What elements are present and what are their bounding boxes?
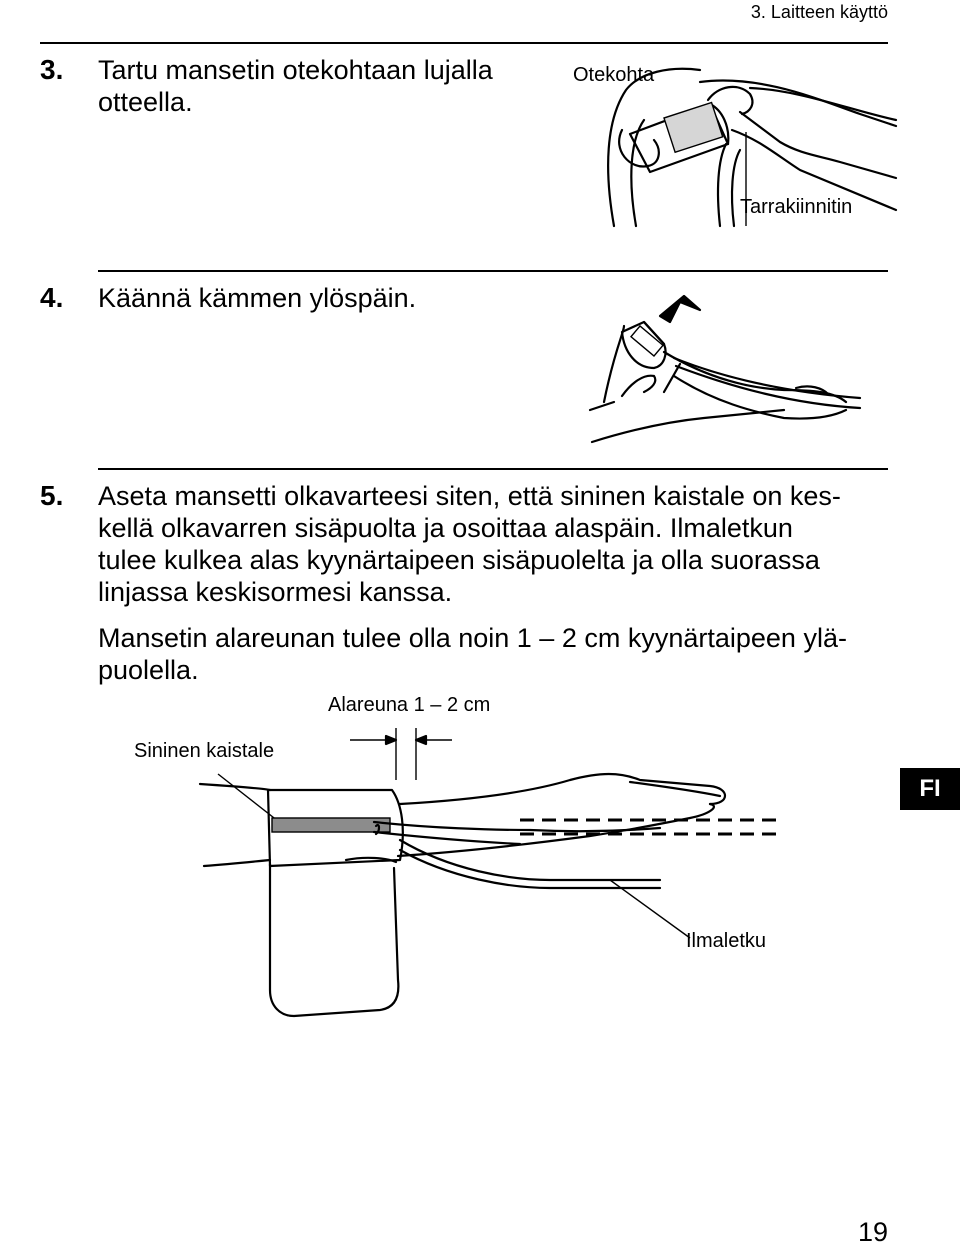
step-5-note-line-2: puolella.: [98, 654, 847, 686]
step-4-number: 4.: [40, 282, 63, 314]
step-5-line-1: Aseta mansetti olkavarteesi siten, että …: [98, 480, 841, 512]
step-5-line-4: linjassa keskisormesi kanssa.: [98, 576, 841, 608]
step-5-number: 5.: [40, 480, 63, 512]
header-divider: [40, 42, 888, 44]
step-4-text: Käännä kämmen ylöspäin.: [98, 282, 416, 314]
step-5-line-3: tulee kulkea alas kyynärtaipeen sisäpuol…: [98, 544, 841, 576]
palm-up-illustration: [584, 292, 864, 452]
page-number: 19: [858, 1217, 888, 1248]
step-3-line-2: otteella.: [98, 86, 493, 118]
lower-edge-label: Alareuna 1 – 2 cm: [328, 694, 490, 717]
section-header-title: 3. Laitteen käyttö: [751, 2, 888, 23]
language-tab: FI: [900, 768, 960, 810]
step-3-text: Tartu mansetin otekohtaan lujalla otteel…: [98, 54, 493, 118]
cuff-grip-illustration: [600, 60, 900, 230]
step-3-number: 3.: [40, 54, 63, 86]
step-3-line-1: Tartu mansetin otekohtaan lujalla: [98, 54, 493, 86]
step-5-note-line-1: Mansetin alareunan tulee olla noin 1 – 2…: [98, 622, 847, 654]
step-5-note: Mansetin alareunan tulee olla noin 1 – 2…: [98, 622, 847, 686]
cuff-placement-illustration: [190, 720, 790, 1030]
step-5-text: Aseta mansetti olkavarteesi siten, että …: [98, 480, 841, 608]
step-4-divider: [98, 468, 888, 470]
step-3-divider: [98, 270, 888, 272]
step-5-line-2: kellä olkavarren sisäpuolta ja osoittaa …: [98, 512, 841, 544]
